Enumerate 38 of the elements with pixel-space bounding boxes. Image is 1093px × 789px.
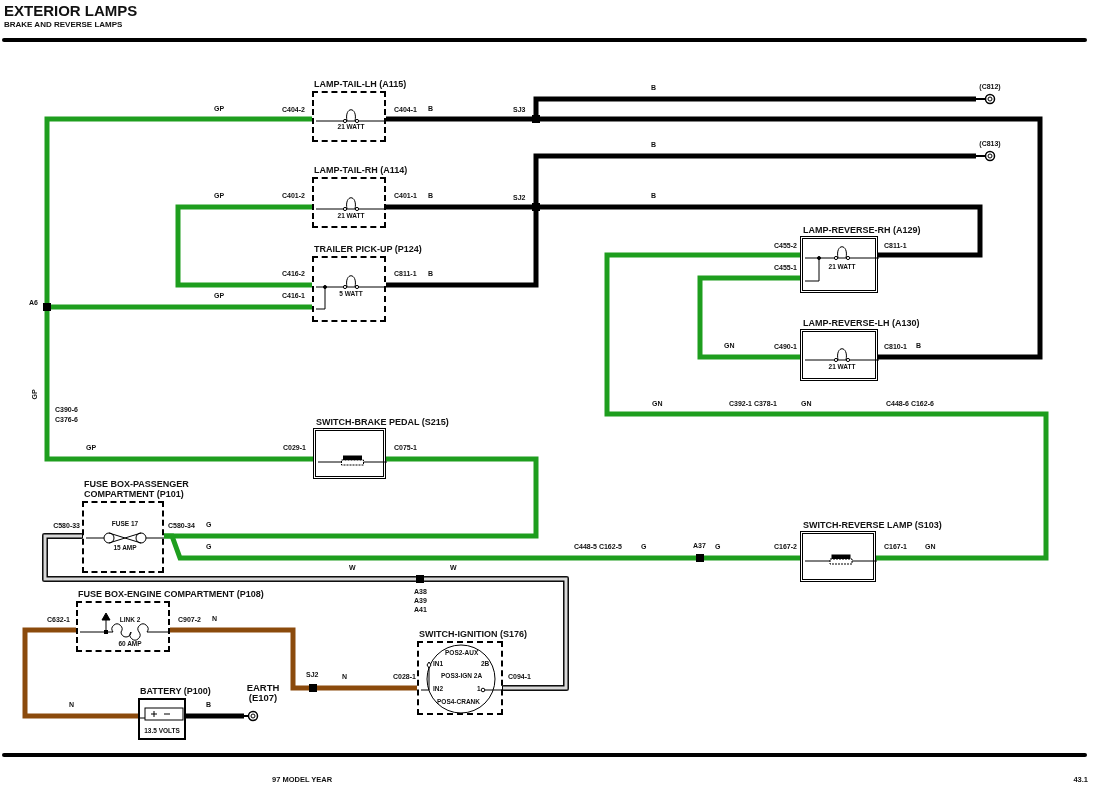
- component-label: LAMP-TAIL-RH (A114): [314, 166, 408, 176]
- component-label: TRAILER PICK-UP (P124): [314, 245, 422, 255]
- wire: [540, 204, 983, 258]
- component-label: SWITCH-REVERSE LAMP (S103): [803, 521, 942, 531]
- component-label: BATTERY (P100): [140, 687, 211, 697]
- wire: [386, 211, 539, 288]
- wire: [44, 116, 312, 303]
- wire: [170, 627, 309, 691]
- wire: [697, 275, 800, 360]
- component-label: LAMP-REVERSE-RH (A129): [803, 226, 921, 236]
- wire: [540, 116, 1043, 360]
- wire: [186, 713, 244, 719]
- wire: [44, 311, 313, 462]
- wire: [533, 96, 976, 115]
- wire: [424, 577, 568, 690]
- wire: [43, 534, 416, 581]
- wire: [175, 204, 312, 288]
- component-label: SWITCH-IGNITION (S176): [419, 630, 527, 640]
- page-subtitle: BRAKE AND REVERSE LAMPS: [4, 21, 123, 29]
- wire: [604, 252, 1049, 561]
- component-label: SWITCH-BRAKE PEDAL (S215): [316, 418, 449, 428]
- wire: [533, 153, 976, 203]
- wire: [164, 533, 696, 561]
- wire: [386, 116, 532, 122]
- component-label: LAMP-TAIL-LH (A115): [314, 80, 407, 90]
- component-label: LAMP-REVERSE-LH (A130): [803, 319, 920, 329]
- wire: [22, 627, 138, 719]
- component-label: FUSE BOX-PASSENGER COMPARTMENT (P101): [84, 480, 190, 500]
- page-title: EXTERIOR LAMPS: [4, 3, 138, 18]
- ground-terminal: [244, 683, 282, 724]
- ground-terminal: [976, 83, 1004, 106]
- wire: [386, 204, 532, 210]
- wire: [51, 304, 312, 310]
- component-label: FUSE BOX-ENGINE COMPARTMENT (P108): [78, 590, 264, 600]
- wire: [317, 685, 417, 691]
- terminal-label: EARTH (E107): [245, 683, 281, 703]
- wire: [704, 555, 800, 561]
- ground-terminal: [976, 140, 1004, 163]
